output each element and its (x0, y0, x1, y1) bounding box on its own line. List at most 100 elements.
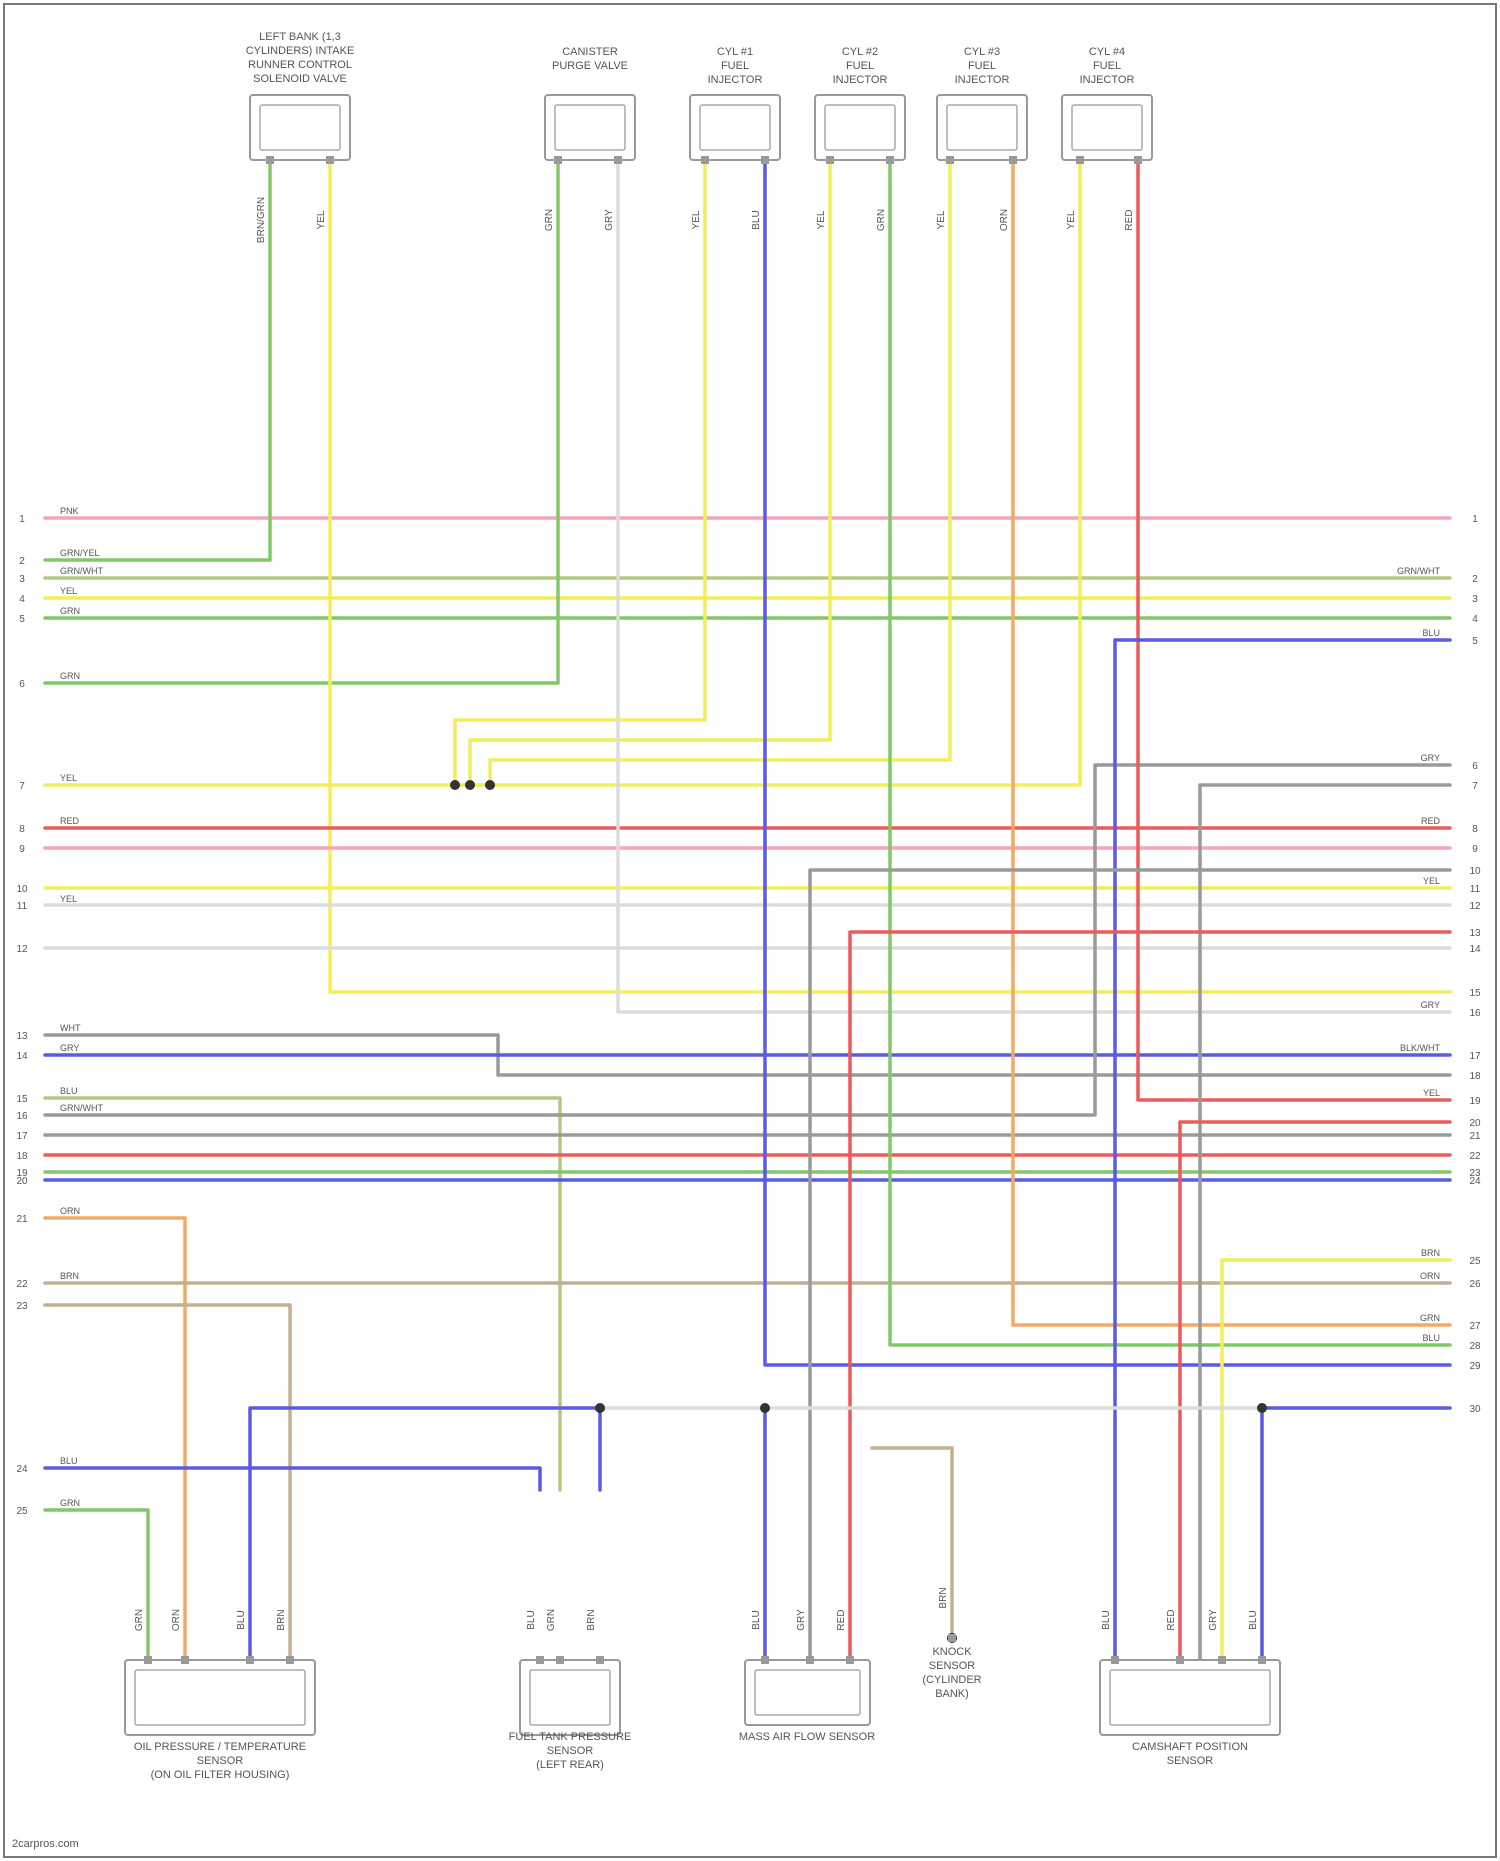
wire-label-26: BRN (1421, 1248, 1440, 1258)
wire-olive-20 (45, 1098, 560, 1490)
left-connector-pin-24: 24 (16, 1464, 28, 1475)
c7-label-line-1: OIL PRESSURE / TEMPERATURE (134, 1741, 306, 1753)
right-connector-pin-18: 18 (1469, 1071, 1481, 1082)
c8-pin-1 (536, 1656, 544, 1664)
c11-label-line-1: CAMSHAFT POSITION (1132, 1741, 1248, 1753)
c3-label-line-2: FUEL (721, 60, 749, 72)
wire-red-35 (1138, 160, 1450, 1100)
left-connector-pin-3: 3 (19, 574, 25, 585)
splice-dot-3 (485, 780, 495, 790)
c6-pin-1 (1076, 156, 1084, 164)
c6-label-line-3: INJECTOR (1080, 74, 1135, 86)
left-connector-pin-23: 23 (16, 1301, 28, 1312)
c8-inner (530, 1670, 610, 1725)
c7-pin-2 (181, 1656, 189, 1664)
c1-label-line-1: LEFT BANK (1,3 (259, 31, 341, 43)
c7-pin-label-1: GRN (134, 1609, 145, 1631)
c10-pin-1 (948, 1634, 956, 1642)
right-connector-pin-21: 21 (1469, 1131, 1481, 1142)
c7-label-line-2: SENSOR (197, 1755, 244, 1767)
left-connector-pin-18: 18 (16, 1151, 28, 1162)
left-connector-pin-12: 12 (16, 944, 28, 955)
right-connector-pin-3: 3 (1472, 594, 1478, 605)
right-connector-pin-16: 16 (1469, 1008, 1481, 1019)
c1-label-line-2: CYLINDERS) INTAKE (246, 45, 355, 57)
c2-inner (555, 105, 625, 150)
right-connector-pin-15: 15 (1469, 988, 1481, 999)
right-connector-pin-24: 24 (1469, 1176, 1481, 1187)
c7-label-line-3: (ON OIL FILTER HOUSING) (151, 1769, 290, 1781)
wire-yellow-8 (455, 160, 705, 785)
c5-inner (947, 105, 1017, 150)
wire-label-7: YEL (60, 773, 77, 783)
right-connector-pin-1: 1 (1472, 514, 1478, 525)
site-watermark: 2carpros.com (12, 1838, 79, 1850)
c11-inner (1110, 1670, 1270, 1725)
c7-pin-3 (246, 1656, 254, 1664)
right-connector-pin-29: 29 (1469, 1361, 1481, 1372)
right-connector-pin-30: 30 (1469, 1404, 1481, 1415)
wire-label-24: BLK/WHT (1400, 1043, 1441, 1053)
right-connector-pin-22: 22 (1469, 1151, 1481, 1162)
c10-label-line-1: KNOCK (932, 1646, 972, 1658)
c5-pin-label-1: YEL (936, 210, 947, 229)
c10-label-line-2: SENSOR (929, 1660, 976, 1672)
wire-label-10: WHT (60, 1023, 81, 1033)
c11-pin-label-1: BLU (1101, 1610, 1112, 1629)
c1-pin-2 (326, 156, 334, 164)
wire-gray-21 (45, 765, 1450, 1115)
wire-label-8: RED (60, 816, 80, 826)
c8-label-line-2: SENSOR (547, 1745, 594, 1757)
wire-blue-29 (45, 1468, 540, 1490)
right-connector-pin-28: 28 (1469, 1341, 1481, 1352)
c5-label-line-2: FUEL (968, 60, 996, 72)
splice-dot-1 (450, 780, 460, 790)
wire-blue-32 (765, 160, 1450, 1365)
c9-pin-3 (846, 1656, 854, 1664)
c8-pin-label-2: GRN (546, 1609, 557, 1631)
c8-label-line-1: FUEL TANK PRESSURE (509, 1731, 632, 1743)
c1-label-line-3: RUNNER CONTROL (248, 59, 352, 71)
left-connector-pin-14: 14 (16, 1051, 28, 1062)
c5-pin-1 (946, 156, 954, 164)
left-connector-pin-25: 25 (16, 1506, 28, 1517)
wire-blue-36 (1115, 640, 1450, 1660)
right-connector-pin-19: 19 (1469, 1096, 1481, 1107)
c11-pin-label-3: GRY (1208, 1609, 1219, 1631)
wire-red-39 (850, 932, 1450, 1660)
wire-label-21: RED (1421, 816, 1441, 826)
c9-pin-label-1: BLU (751, 1610, 762, 1629)
wire-label-28: GRN (1420, 1313, 1440, 1323)
c2-pin-label-2: GRY (604, 209, 615, 231)
c11-pin-3 (1218, 1656, 1226, 1664)
right-connector-pin-6: 6 (1472, 761, 1478, 772)
c5-pin-2 (1009, 156, 1017, 164)
c6-label-line-2: FUEL (1093, 60, 1121, 72)
wire-label-27: ORN (1420, 1271, 1440, 1281)
c11-pin-2 (1176, 1656, 1184, 1664)
c5-label-line-1: CYL #3 (964, 46, 1000, 58)
c11-pin-label-4: BLU (1248, 1610, 1259, 1629)
left-connector-pin-16: 16 (16, 1111, 28, 1122)
c8-pin-2 (556, 1656, 564, 1664)
wire-label-11: GRY (60, 1043, 79, 1053)
c3-pin-label-2: BLU (751, 210, 762, 229)
c2-pin-label-1: GRN (544, 209, 555, 231)
wire-label-5: GRN (60, 606, 80, 616)
wire-blue-42 (1262, 1408, 1450, 1660)
wire-layer (45, 160, 1450, 1660)
right-connector-pin-13: 13 (1469, 928, 1481, 939)
wire-label-2: GRN/YEL (60, 548, 100, 558)
c3-pin-label-1: YEL (691, 210, 702, 229)
wire-yellow-7 (45, 160, 1080, 785)
wire-label-18: GRN/WHT (1397, 566, 1440, 576)
c6-inner (1072, 105, 1142, 150)
c10-label-line-3: (CYLINDER (922, 1674, 981, 1686)
wire-label-1: PNK (60, 506, 79, 516)
left-connector-pin-8: 8 (19, 824, 25, 835)
c5-label-line-3: INJECTOR (955, 74, 1010, 86)
c3-label-line-1: CYL #1 (717, 46, 753, 58)
right-connector-pin-25: 25 (1469, 1256, 1481, 1267)
right-connector-pin-8: 8 (1472, 824, 1478, 835)
